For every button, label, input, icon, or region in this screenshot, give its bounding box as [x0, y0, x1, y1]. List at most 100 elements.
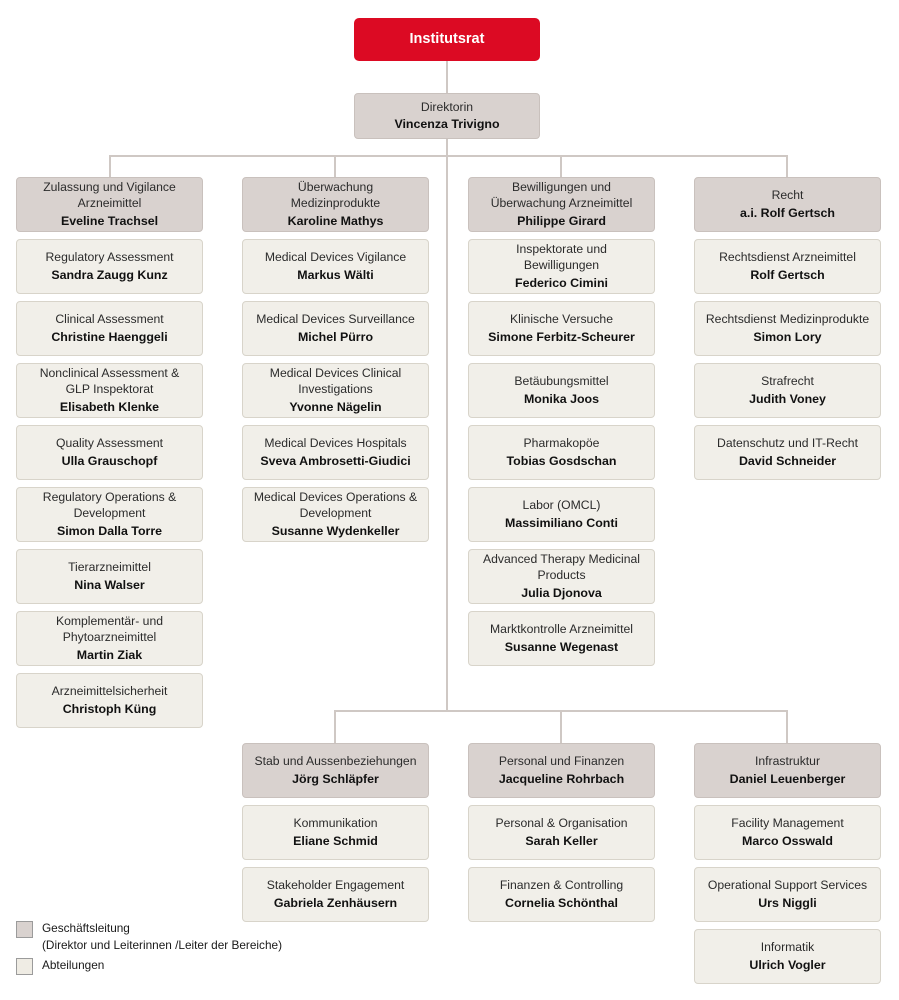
- legend-management-line2: (Direktor und Leiterinnen /Leiter der Be…: [42, 937, 282, 952]
- node-title: Personal und Finanzen: [498, 754, 625, 768]
- node-title: Quality Assessment: [55, 436, 164, 450]
- node-person: Susanne Wegenast: [504, 639, 619, 654]
- node-title: Stakeholder Engagement: [266, 878, 405, 892]
- node-person: Rolf Gertsch: [750, 267, 825, 282]
- node-title: Personal & Organisation: [495, 816, 628, 830]
- node-person: Markus Wälti: [297, 267, 374, 282]
- connector-drop-col3: [560, 155, 562, 177]
- connector-root-to-director: [446, 60, 448, 93]
- connector-drop-bcol2: [560, 710, 562, 743]
- node-title: Nonclinical Assessment & GLP Inspektorat: [39, 366, 180, 396]
- node-person: Gabriela Zenhäusern: [273, 895, 398, 910]
- node-person: Nina Walser: [74, 577, 145, 592]
- node-person: David Schneider: [738, 453, 837, 468]
- node-person: Tobias Gosdschan: [506, 453, 617, 468]
- node-title: Labor (OMCL): [522, 498, 601, 512]
- node-department[interactable]: Labor (OMCL) Massimiliano Conti: [468, 487, 655, 542]
- node-institutsrat[interactable]: Institutsrat: [354, 18, 540, 61]
- legend-swatch-departments-icon: [16, 957, 33, 975]
- node-title: Medical Devices Clinical Investigations: [269, 366, 402, 396]
- node-person: Martin Ziak: [76, 647, 143, 662]
- node-title: Tierarzneimittel: [68, 560, 151, 574]
- node-person: a.i. Rolf Gertsch: [739, 205, 836, 220]
- legend-label-departments: Abteilungen: [42, 957, 105, 972]
- node-person: Eliane Schmid: [293, 833, 378, 848]
- node-person: Massimiliano Conti: [505, 515, 618, 530]
- node-title: Rechtsdienst Medizinprodukte: [705, 312, 870, 326]
- node-person: Monika Joos: [523, 391, 600, 406]
- connector-drop-bcol1: [334, 710, 336, 743]
- node-person: Eveline Trachsel: [60, 213, 159, 228]
- node-direktorin[interactable]: Direktorin Vincenza Trivigno: [354, 93, 540, 139]
- node-person: Sandra Zaugg Kunz: [51, 267, 168, 282]
- node-title: Datenschutz und IT-Recht: [717, 436, 858, 450]
- connector-drop-col4: [786, 155, 788, 177]
- node-department[interactable]: Nonclinical Assessment & GLP Inspektorat…: [16, 363, 203, 418]
- node-title: Regulatory Assessment: [45, 250, 174, 264]
- node-person: Julia Djonova: [521, 585, 602, 600]
- node-title: Arzneimittelsicherheit: [51, 684, 168, 698]
- connector-drop-col2: [334, 155, 336, 177]
- node-title: Operational Support Services: [707, 878, 868, 892]
- node-person: Federico Cimini: [515, 275, 608, 290]
- node-title: Bewilligungen und Überwachung Arzneimitt…: [490, 180, 633, 210]
- node-title: Kommunikation: [293, 816, 378, 830]
- node-person: Vincenza Trivigno: [394, 117, 500, 132]
- legend-row-departments: Abteilungen: [16, 957, 436, 975]
- node-title: Medical Devices Operations & Development: [253, 490, 418, 520]
- node-person: Philippe Girard: [517, 213, 606, 228]
- node-title: Regulatory Operations & Development: [42, 490, 177, 520]
- node-person: Karoline Mathys: [287, 213, 384, 228]
- node-title: Medical Devices Surveillance: [256, 312, 415, 326]
- node-person: Daniel Leuenberger: [729, 771, 846, 786]
- connector-drop-bcol3: [786, 710, 788, 743]
- node-person: Judith Voney: [749, 391, 826, 406]
- node-division-head[interactable]: Bewilligungen und Überwachung Arzneimitt…: [468, 177, 655, 232]
- node-person: Jacqueline Rohrbach: [498, 771, 625, 786]
- node-title: Clinical Assessment: [55, 312, 164, 326]
- node-person: Susanne Wydenkeller: [271, 523, 400, 538]
- node-title: Zulassung und Vigilance Arzneimittel: [43, 180, 176, 210]
- node-title: Advanced Therapy Medicinal Products: [483, 552, 640, 582]
- legend-label-management: Geschäftsleitung (Direktor und Leiterinn…: [42, 920, 282, 954]
- node-department[interactable]: Medical Devices Operations & Development…: [242, 487, 429, 542]
- node-title: Betäubungsmittel: [514, 374, 609, 388]
- node-person: Urs Niggli: [758, 895, 817, 910]
- node-person: Simon Lory: [753, 329, 822, 344]
- node-title: Überwachung Medizinprodukte: [290, 180, 381, 210]
